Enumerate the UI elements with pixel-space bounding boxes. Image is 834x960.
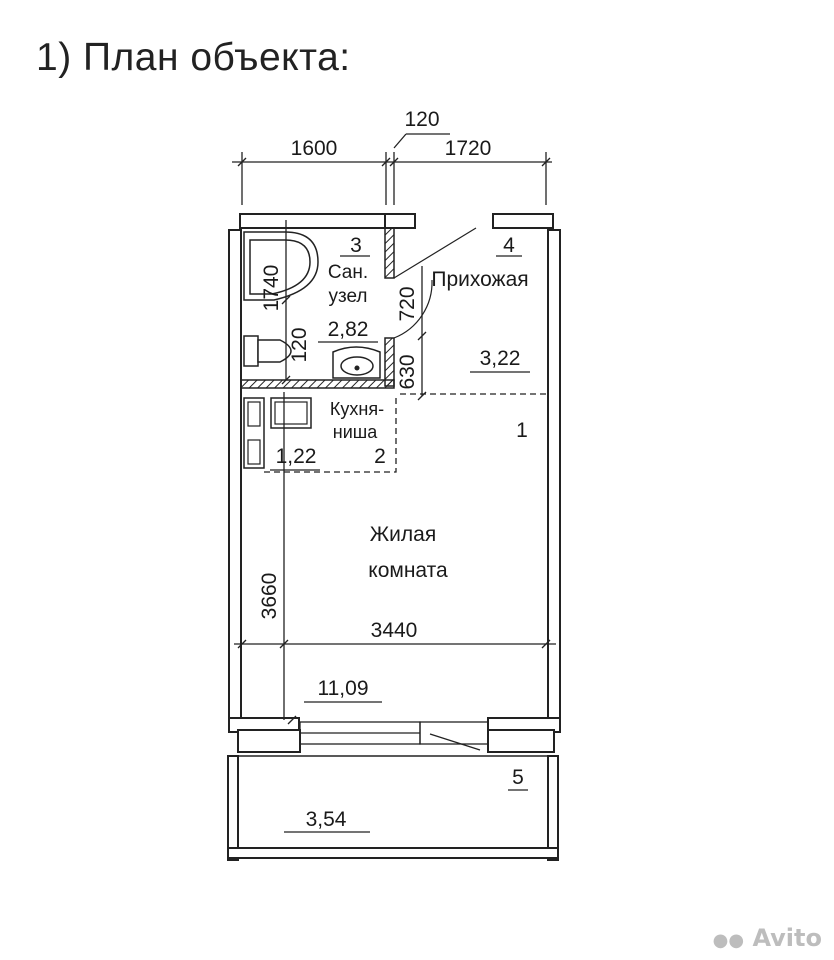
room-1-name-1: Жилая xyxy=(370,523,436,546)
room-1-name-2: комната xyxy=(368,559,448,582)
dim-kitchen-offset: 630 xyxy=(396,354,419,389)
toilet xyxy=(243,335,292,367)
room-3-area: 2,82 xyxy=(328,318,369,341)
watermark-text: Avito xyxy=(752,924,822,952)
room-2-area: 1,22 xyxy=(276,445,317,468)
dim-room-width: 3440 xyxy=(371,619,418,642)
area-underlines xyxy=(270,255,530,833)
watermark-logo: ●● Avito xyxy=(712,924,822,952)
room-4-number: 4 xyxy=(503,234,515,257)
bathtub xyxy=(243,231,319,301)
bathroom-partitions xyxy=(240,227,395,389)
dim-width-right: 1720 xyxy=(445,137,492,160)
balcony xyxy=(227,755,559,861)
room-1-number: 1 xyxy=(516,419,528,442)
room-2-name-1: Кухня- xyxy=(330,399,384,419)
page-title: 1) План объекта: xyxy=(36,36,351,79)
dim-bath-wall: 120 xyxy=(288,327,311,362)
room-4-area: 3,22 xyxy=(480,347,521,370)
room-2-name-2: ниша xyxy=(333,422,378,442)
dim-width-left: 1600 xyxy=(291,137,338,160)
dim-bath-depth: 1740 xyxy=(260,265,283,312)
top-dimension-lines xyxy=(232,133,552,205)
room-4-name: Прихожая xyxy=(431,268,528,291)
wall-inner-lines xyxy=(240,228,549,718)
room-1-area: 11,09 xyxy=(318,677,369,700)
room-3-name-1: Сан. xyxy=(328,262,368,283)
balcony-door xyxy=(299,721,489,751)
room-2-number: 2 xyxy=(374,445,386,468)
dim-hall-depth: 720 xyxy=(396,286,419,321)
room-5-number: 5 xyxy=(512,766,524,789)
room-3-number: 3 xyxy=(350,234,362,257)
dim-room-depth: 3660 xyxy=(258,573,281,620)
kitchen-niche xyxy=(243,393,548,473)
room-5-area: 3,54 xyxy=(306,808,347,831)
sink xyxy=(332,346,381,379)
room-dimension-lines xyxy=(234,220,556,725)
room-3-name-2: узел xyxy=(328,286,367,307)
dim-wall-thickness: 120 xyxy=(404,108,439,131)
